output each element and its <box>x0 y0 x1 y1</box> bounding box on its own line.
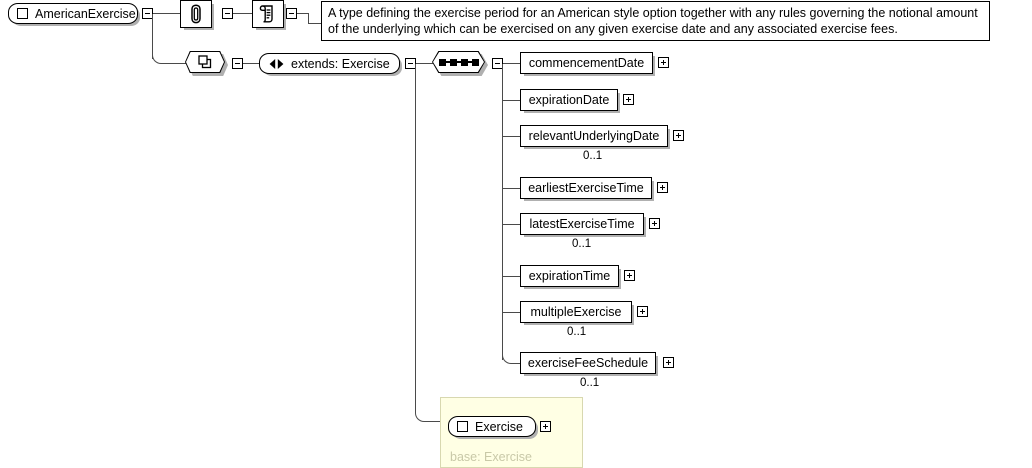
element-label: expirationDate <box>528 92 610 107</box>
connector-sequence-elbow-last <box>502 352 515 364</box>
element-label: exerciseFeeSchedule <box>527 355 649 370</box>
complex-type-extension-icon <box>198 55 212 69</box>
documentation-icon-box[interactable] <box>252 0 284 28</box>
base-type-node-label: Exercise <box>475 419 523 434</box>
expand-toggle-relevantUnderlyingDate[interactable] <box>673 130 684 141</box>
documentation-note: A type defining the exercise period for … <box>321 1 990 41</box>
connector-branch-6 <box>503 276 521 277</box>
cardinality-multipleExercise: 0..1 <box>567 326 587 338</box>
connector-branch-3 <box>503 136 521 137</box>
element-label: expirationTime <box>528 268 611 283</box>
connector-root-elbow-to-extension <box>152 52 172 64</box>
expand-toggle-exerciseFeeSchedule[interactable] <box>663 357 674 368</box>
connector-branch-4 <box>503 188 521 189</box>
connector-root-to-annotation <box>153 13 180 14</box>
element-box-relevantUnderlyingDate[interactable]: relevantUnderlyingDate <box>520 125 668 147</box>
element-box-exerciseFeeSchedule[interactable]: exerciseFeeSchedule <box>520 352 656 374</box>
cardinality-relevantUnderlyingDate: 0..1 <box>583 150 603 162</box>
documentation-scroll-icon <box>259 5 273 23</box>
collapse-toggle-documentation[interactable] <box>286 8 297 19</box>
connector-branch-7 <box>503 312 521 313</box>
element-label: relevantUnderlyingDate <box>528 128 660 143</box>
collapse-toggle-annotation[interactable] <box>222 8 233 19</box>
element-label: multipleExercise <box>530 304 622 319</box>
connector-branch-5 <box>503 224 521 225</box>
collapse-toggle-sequence[interactable] <box>492 58 503 69</box>
expand-toggle-commencementDate[interactable] <box>658 57 669 68</box>
base-type-node-exercise[interactable]: Exercise <box>448 416 536 437</box>
connector-branch-2 <box>503 100 521 101</box>
annotation-icon-box[interactable] <box>180 0 212 28</box>
expand-toggle-expirationTime[interactable] <box>624 270 635 281</box>
documentation-text: A type defining the exercise period for … <box>328 6 978 36</box>
element-box-earliestExerciseTime[interactable]: earliestExerciseTime <box>520 177 652 199</box>
element-label: latestExerciseTime <box>529 216 635 231</box>
element-box-latestExerciseTime[interactable]: latestExerciseTime <box>520 213 644 235</box>
sequence-compositor-icon <box>438 58 479 66</box>
element-node-icon <box>17 8 28 19</box>
connector-note-entry <box>308 23 322 24</box>
element-box-multipleExercise[interactable]: multipleExercise <box>520 301 632 323</box>
element-node-icon <box>457 421 468 432</box>
base-type-caption: base: Exercise <box>450 450 532 464</box>
collapse-toggle-extension[interactable] <box>232 58 243 69</box>
connector-groupref-to-sequence <box>416 63 433 64</box>
root-node-label: AmericanExercise <box>35 6 136 21</box>
paperclip-annotation-icon <box>191 4 201 24</box>
connector-sequence-spine <box>502 64 503 360</box>
element-label: commencementDate <box>528 55 645 70</box>
sequence-compositor-face <box>433 52 484 72</box>
connector-groupref-trunk <box>415 64 416 412</box>
cardinality-latestExerciseTime: 0..1 <box>572 238 592 250</box>
group-reference-label: extends: Exercise <box>291 56 390 71</box>
connector-base-panel-entry <box>429 421 441 422</box>
root-node-american-exercise[interactable]: AmericanExercise <box>8 3 138 24</box>
connector-branch-1 <box>503 63 521 64</box>
connector-note-drop <box>308 13 309 23</box>
element-box-expirationDate[interactable]: expirationDate <box>520 89 618 111</box>
connector-elbow-to-extension-icon <box>170 63 186 64</box>
connector-extension-to-groupref <box>243 63 260 64</box>
expand-toggle-expirationDate[interactable] <box>623 94 634 105</box>
expand-toggle-earliestExerciseTime[interactable] <box>657 182 668 193</box>
element-label: earliestExerciseTime <box>528 180 644 195</box>
cardinality-exerciseFeeSchedule: 0..1 <box>580 377 600 389</box>
connector-documentation-to-note <box>297 13 309 14</box>
expand-toggle-base-exercise[interactable] <box>540 421 551 432</box>
connector-branch-8 <box>513 363 522 364</box>
sequence-compositor[interactable] <box>432 51 488 76</box>
extension-node-face <box>186 52 224 72</box>
element-box-expirationTime[interactable]: expirationTime <box>520 265 619 287</box>
expand-toggle-multipleExercise[interactable] <box>637 306 648 317</box>
group-reference-extends-exercise[interactable]: extends: Exercise <box>259 53 400 74</box>
collapse-toggle-root[interactable] <box>142 8 153 19</box>
connector-root-trunk <box>152 14 153 59</box>
connector-elbow-to-base-panel <box>415 404 431 422</box>
element-box-commencementDate[interactable]: commencementDate <box>520 52 653 74</box>
extension-node[interactable] <box>185 51 228 76</box>
connector-annotation-to-documentation <box>233 13 253 14</box>
expand-toggle-latestExerciseTime[interactable] <box>649 218 660 229</box>
collapse-toggle-groupref[interactable] <box>405 58 416 69</box>
group-reference-icon <box>269 58 284 69</box>
